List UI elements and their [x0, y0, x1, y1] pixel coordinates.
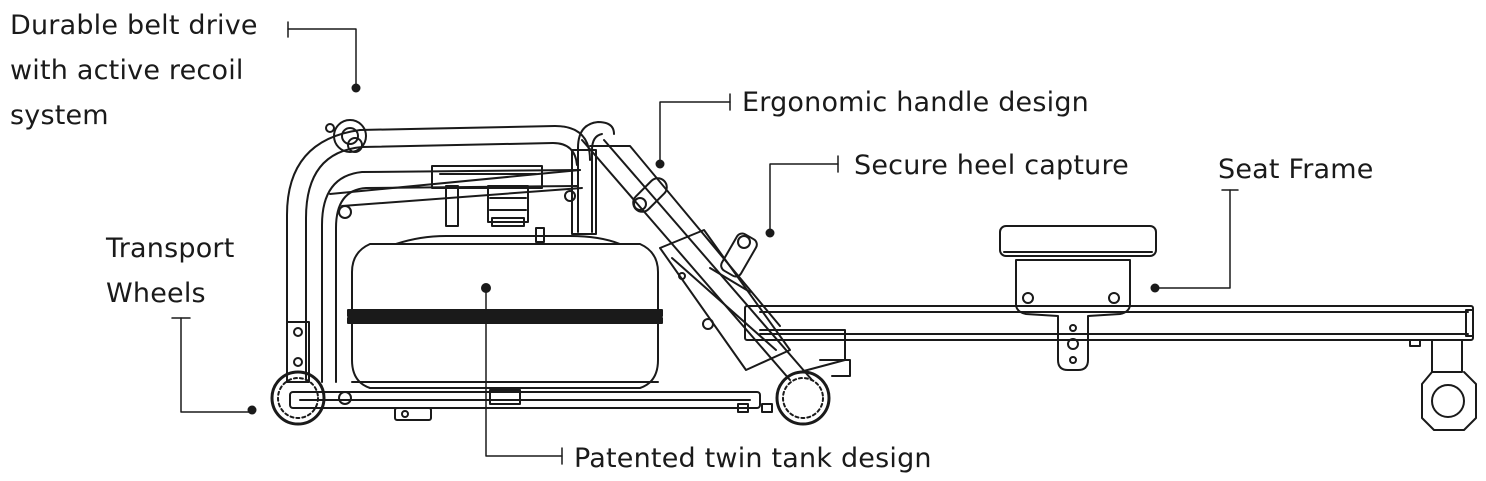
leader-handle-line — [659, 101, 731, 165]
label-handle-design: Ergonomic handle design — [742, 87, 1089, 118]
leader-belt-drive-line — [287, 28, 357, 89]
rail — [744, 305, 1474, 341]
seat-frame — [999, 225, 1157, 371]
marker-belt-drive — [351, 83, 361, 93]
transport-wheels — [270, 370, 831, 426]
drive-mechanism — [431, 165, 545, 243]
main-frame — [286, 119, 761, 421]
leader-heel-line — [769, 163, 839, 234]
leader-seat-line — [1154, 189, 1231, 289]
label-heel-capture: Secure heel capture — [854, 150, 1129, 181]
leader-tank-line — [485, 287, 563, 457]
marker-seat — [1150, 283, 1160, 293]
water-tank — [347, 235, 663, 389]
rear-stand — [1409, 339, 1477, 431]
marker-wheels — [247, 405, 257, 415]
leader-wheels-line — [180, 317, 253, 413]
marker-heel — [765, 228, 775, 238]
callout-leaders — [171, 21, 1239, 465]
label-belt-drive: Durable belt drive with active recoil sy… — [10, 10, 258, 131]
footrest-assembly — [581, 139, 851, 381]
label-transport-wheels: Transport Wheels — [106, 233, 235, 309]
marker-handle — [655, 159, 665, 169]
label-seat-frame: Seat Frame — [1218, 154, 1374, 185]
label-twin-tank: Patented twin tank design — [574, 443, 932, 474]
